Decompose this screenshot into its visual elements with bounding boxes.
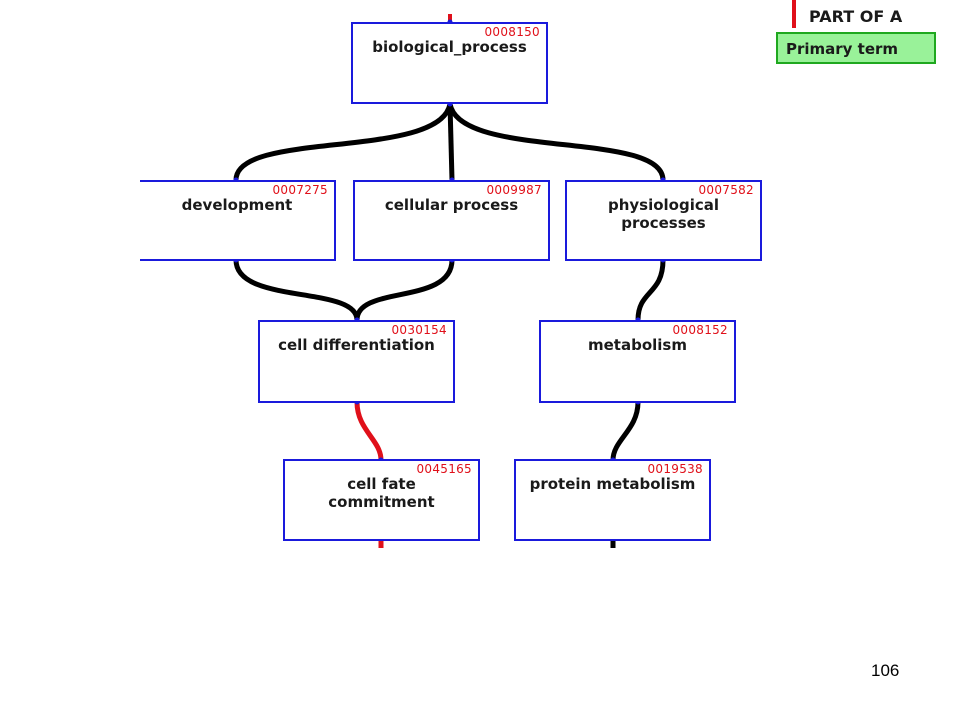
edge-biological-process-physiological-processes — [447, 103, 666, 181]
edge-development-cell-differentiation — [233, 259, 360, 321]
node-label: cell fate commitment — [328, 475, 435, 511]
edge-biological-process-cellular-process — [447, 103, 455, 181]
node-label: biological_process — [372, 38, 527, 56]
node-label: metabolism — [588, 336, 687, 354]
edge-metabolism-protein-metabolism — [610, 401, 641, 461]
node-label: development — [181, 196, 293, 214]
node-id: 0045165 — [416, 462, 472, 476]
node-cell-fate-commitment[interactable]: 0045165 cell fate commitment — [283, 459, 480, 541]
node-protein-metabolism[interactable]: 0019538 protein metabolism — [514, 459, 711, 541]
edge-cell-differentiation-cell-fate-commitment — [354, 401, 384, 461]
node-development[interactable]: 0007275 development — [140, 180, 336, 261]
node-physiological-processes[interactable]: 0007582 physiological processes — [565, 180, 762, 261]
legend-primary-term: Primary term — [776, 32, 936, 64]
node-id: 0030154 — [391, 323, 447, 337]
node-id: 0008150 — [484, 25, 540, 39]
node-label: cell differentiation — [278, 336, 435, 354]
edge-biological-process-development — [233, 103, 453, 181]
node-metabolism[interactable]: 0008152 metabolism — [539, 320, 736, 403]
node-cellular-process[interactable]: 0009987 cellular process — [353, 180, 550, 261]
node-label: physiological processes — [607, 196, 720, 232]
legend-part-of-label: PART OF A — [809, 7, 903, 26]
node-id: 0007582 — [698, 183, 754, 197]
node-cell-differentiation[interactable]: 0030154 cell differentiation — [258, 320, 455, 403]
edge-physiological-processes-metabolism — [635, 259, 666, 321]
edge-cellular-process-cell-differentiation — [354, 259, 455, 321]
node-label: cellular process — [384, 196, 519, 214]
node-id: 0009987 — [486, 183, 542, 197]
page-number: 106 — [871, 661, 900, 680]
node-id: 0019538 — [647, 462, 703, 476]
node-id: 0007275 — [272, 183, 328, 197]
node-id: 0008152 — [672, 323, 728, 337]
node-label: protein metabolism — [529, 475, 696, 493]
node-biological-process[interactable]: 0008150 biological_process — [351, 22, 548, 104]
